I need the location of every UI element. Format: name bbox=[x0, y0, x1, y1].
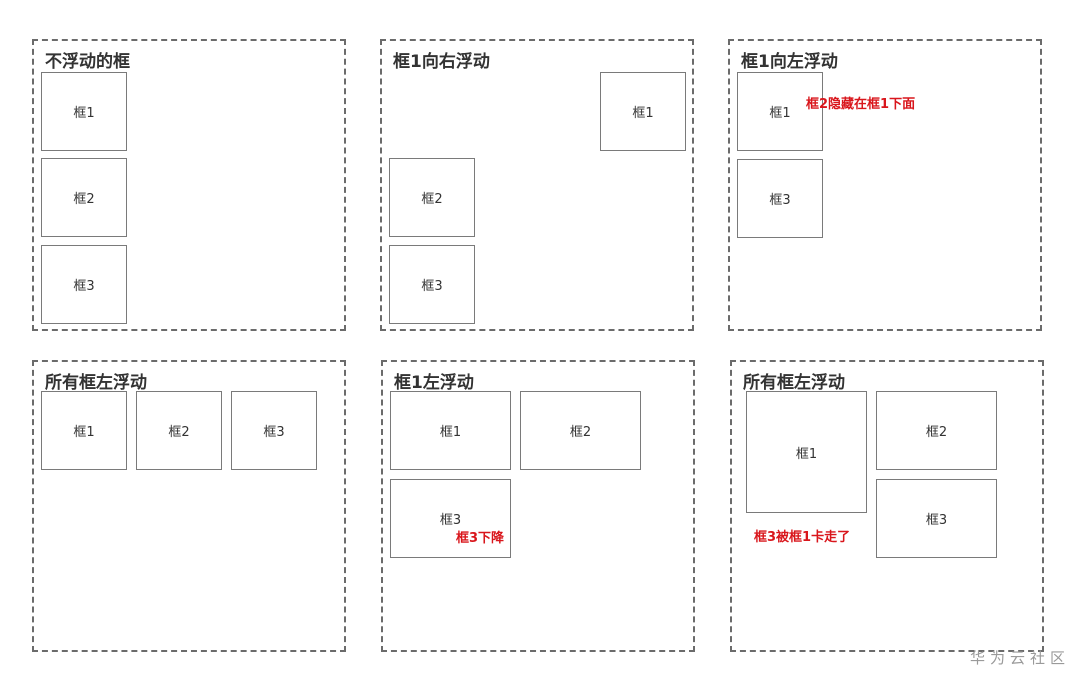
panel-title: 框1向右浮动 bbox=[393, 52, 490, 72]
panel-title: 所有框左浮动 bbox=[743, 373, 845, 393]
box-1: 框1 bbox=[41, 391, 127, 470]
panel-box1-float-left: 框1向左浮动 框1 框2隐藏在框1下面 框3 bbox=[728, 39, 1042, 331]
box-1: 框1 bbox=[600, 72, 686, 151]
box-3: 框3 bbox=[390, 479, 511, 558]
box-2: 框2 bbox=[876, 391, 997, 470]
note-box2-hidden: 框2隐藏在框1下面 bbox=[806, 97, 916, 112]
box-3: 框3 bbox=[876, 479, 997, 558]
panel-box1-float-right: 框1向右浮动 框1 框2 框3 bbox=[380, 39, 694, 331]
panel-all-float-left: 所有框左浮动 框1 框2 框3 bbox=[32, 360, 346, 652]
box-1: 框1 bbox=[737, 72, 823, 151]
box-2: 框2 bbox=[389, 158, 475, 237]
panel-title: 框1左浮动 bbox=[394, 373, 474, 393]
box-3: 框3 bbox=[41, 245, 127, 324]
box-3: 框3 bbox=[389, 245, 475, 324]
box-1: 框1 bbox=[41, 72, 127, 151]
box-2: 框2 bbox=[520, 391, 641, 470]
panel-title: 不浮动的框 bbox=[45, 52, 130, 72]
box-2: 框2 bbox=[136, 391, 222, 470]
panel-no-float: 不浮动的框 框1 框2 框3 bbox=[32, 39, 346, 331]
watermark: 华为云社区 bbox=[969, 649, 1070, 667]
panel-title: 所有框左浮动 bbox=[45, 373, 147, 393]
note-box3-blocked: 框3被框1卡走了 bbox=[754, 530, 851, 545]
box-2: 框2 bbox=[41, 158, 127, 237]
box-3: 框3 bbox=[737, 159, 823, 238]
box-1: 框1 bbox=[746, 391, 867, 513]
panel-title: 框1向左浮动 bbox=[741, 52, 838, 72]
panel-all-float-left-blocked: 所有框左浮动 框1 框2 框3 框3被框1卡走了 bbox=[730, 360, 1044, 652]
note-box3-drops: 框3下降 bbox=[456, 531, 505, 546]
box-1: 框1 bbox=[390, 391, 511, 470]
panel-box1-left-float: 框1左浮动 框1 框2 框3 框3下降 bbox=[381, 360, 695, 652]
box-3: 框3 bbox=[231, 391, 317, 470]
